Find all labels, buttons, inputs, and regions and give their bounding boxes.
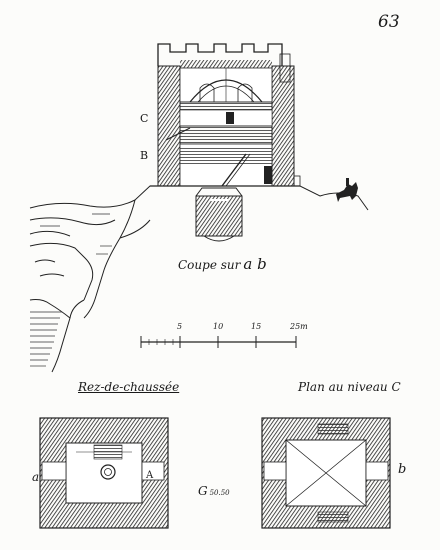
plan-label-b: b	[398, 462, 407, 477]
level-c-marker: C	[140, 112, 149, 125]
level-c-plan	[261, 417, 391, 529]
cliff-shading	[30, 213, 112, 367]
ground-floor-plan-title: Rez-de-chaussée	[78, 380, 180, 394]
level-c-plan-title: Plan au niveau C	[298, 380, 401, 394]
scale-tick-label: 5	[177, 322, 183, 331]
cistern-section	[195, 187, 243, 242]
scale-note-letter: G	[198, 484, 208, 498]
scale-tick-label: 25m	[290, 322, 308, 331]
plan-label-a: a	[32, 470, 40, 484]
tower-section	[150, 43, 301, 187]
plan-label-entry: A	[146, 470, 154, 481]
section-caption-letters: a b	[243, 255, 267, 273]
ground-floor-plan	[39, 417, 169, 529]
section-caption-text: Coupe sur	[178, 258, 241, 272]
scale-bar	[140, 336, 297, 348]
scale-tick-label: 10	[213, 322, 224, 331]
scale-note-ratio: 50.50	[209, 489, 230, 497]
page-number: 63	[378, 12, 400, 32]
scale-tick-label: 15	[251, 322, 262, 331]
horse-rider-figure	[336, 178, 358, 202]
level-b-marker: B	[140, 149, 149, 162]
